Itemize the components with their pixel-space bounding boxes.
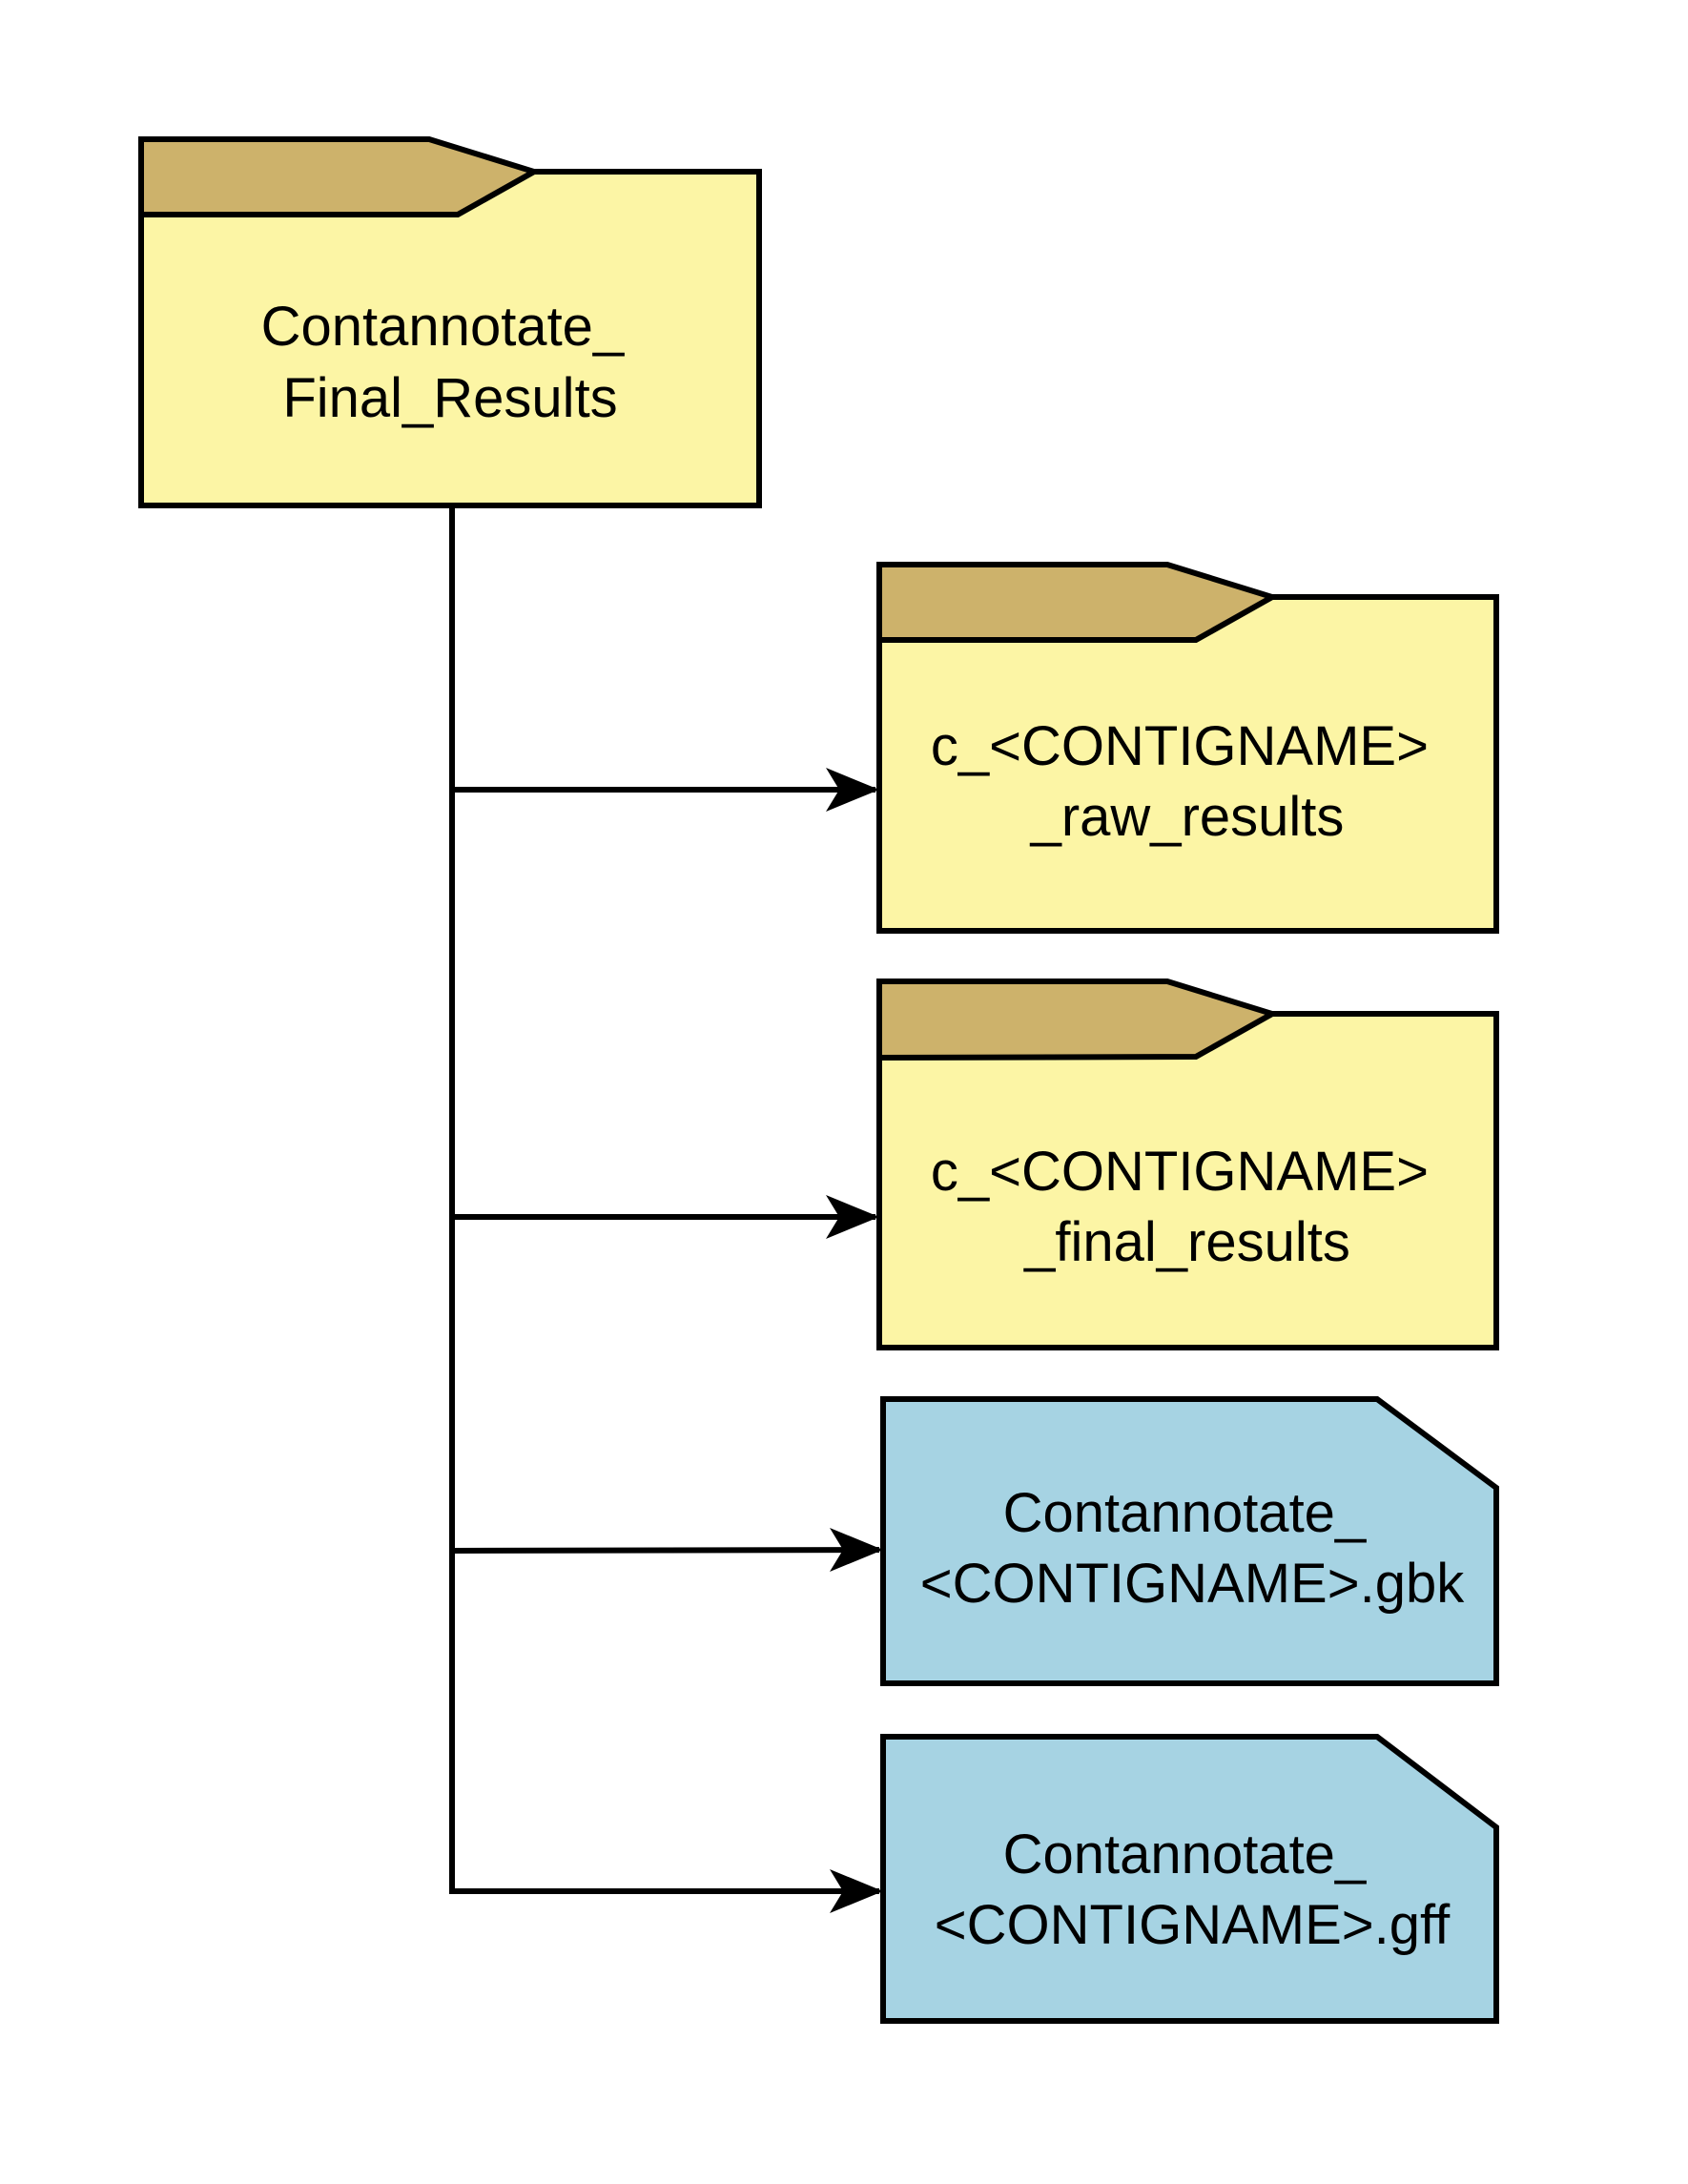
gbk-file-label-line1: Contannotate_ [1003,1482,1367,1544]
file-icon [880,1396,1499,1686]
final-results-label-line1: c_<CONTIGNAME> [931,1141,1429,1203]
file-icon [880,1734,1499,2024]
svg-text:c_<CONTIGNAME> _raw_resu: c_<CONTIGNAME> _raw_results [931,715,1444,848]
folder-icon [138,136,762,508]
arrowhead-raw-results [826,768,879,812]
arrowheads [826,768,883,1913]
root-folder-node[interactable]: Contannotate_ Final_Results [138,136,762,508]
root-folder-label-line1: Contannotate_ [261,296,625,358]
root-folder-label-line2: Final_Results [282,367,617,429]
tree-connectors [449,507,880,1894]
child-file-gbk[interactable]: Contannotate_ <CONTIGNAME>.gbk [880,1396,1499,1686]
child-folder-raw-results[interactable]: c_<CONTIGNAME> _raw_results [876,562,1499,934]
final-results-label-line2: _final_results [1023,1211,1350,1273]
arrowhead-gff [830,1869,883,1913]
gff-file-label-line2: <CONTIGNAME>.gff [935,1894,1451,1956]
child-folder-final-results[interactable]: c_<CONTIGNAME> _final_results [876,979,1499,1350]
folder-icon [876,562,1499,934]
svg-text:c_<CONTIGNAME> _final_re: c_<CONTIGNAME> _final_results [931,1141,1444,1273]
arrowhead-final-results [826,1195,879,1239]
child-file-gff[interactable]: Contannotate_ <CONTIGNAME>.gff [880,1734,1499,2024]
connector-arrow-gbk [451,1547,880,1554]
svg-text:Contannotate_ <CONTIGNAM: Contannotate_ <CONTIGNAME>.gff [935,1823,1451,1956]
svg-text:Contannotate_ Final_Resu: Contannotate_ Final_Results [261,296,640,429]
gff-file-label-line1: Contannotate_ [1003,1823,1367,1885]
raw-results-label-line1: c_<CONTIGNAME> [931,715,1429,777]
folder-icon [876,979,1499,1350]
arrowhead-gbk [830,1528,883,1572]
gbk-file-label-line2: <CONTIGNAME>.gbk [920,1553,1465,1615]
svg-text:Contannotate_ <CONTIGNAM: Contannotate_ <CONTIGNAME>.gbk [920,1482,1465,1615]
raw-results-label-line2: _raw_results [1030,786,1345,848]
